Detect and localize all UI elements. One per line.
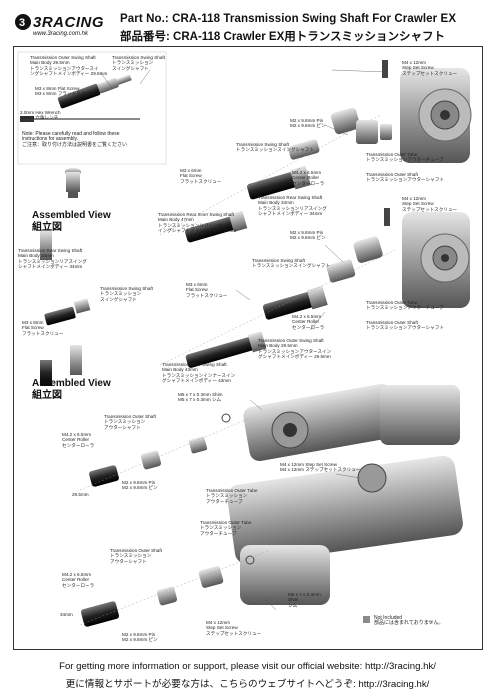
- label-shim-low: M5 x 7 x 0.3mm Shim シム: [288, 592, 321, 608]
- label-outer-shaft-top: Transmission Outer Shaft トランスミッションアウターシャ…: [366, 172, 444, 183]
- label-center-roller-top: M4.2 x 6.5mm Center Roller センターローラ: [292, 170, 325, 186]
- brand-name: 3RACING: [33, 14, 105, 31]
- label-outer-tube-low: Transmission Outer Tube トランスミッション アウターチュ…: [206, 488, 258, 504]
- assembled-view-heading-2: Assembled View 組立図: [32, 378, 111, 401]
- bottom-transmission-assembly: [227, 383, 463, 605]
- label-m4-step-screw-low2: M4 x 12mm Step Set Screw ステップセットスクリュー: [206, 620, 262, 636]
- label-outer-shaft-low2: Transmission Outer Shaft トランスミッション アウターシ…: [110, 548, 162, 564]
- label-inner-swing-shaft: Transmission Inner Swing Shaft Main Body…: [162, 362, 236, 384]
- label-m3-6-flat-screw: M3 x 6mm Flat Screw フラットスクリュー: [180, 168, 222, 184]
- instruction-frame: [13, 46, 483, 650]
- label-center-roller-mid: M4.2 x 6.5mm Center Roller センターローラ: [292, 314, 325, 330]
- footer-support-jp: 更に情報とサポートが必要な方は、こちらのウェブサイトへどうぞ: http://3…: [65, 679, 430, 690]
- label-rear-inner-swing-shaft: Transmission Rear Inner Swing Shaft Main…: [158, 212, 237, 234]
- label-m4-step-screw-mid: M4 x 12mm Step Set Screw ステップセットスクリュー: [402, 196, 458, 212]
- label-swing-shaft: Transmission Swing Shaft トランスミッション スイングシ…: [112, 55, 165, 71]
- top-exploded-row: [159, 107, 392, 243]
- label-length-29-5: 29.5mm: [72, 492, 89, 497]
- label-rear-swing-shaft-left: Transmission Rear Swing Shaft Main Body …: [18, 248, 87, 270]
- middle-left-parts: [40, 230, 91, 386]
- label-m4-step-screw-low: M4 x 12mm Step Set Screw M4 x 12mm ステップセ…: [280, 462, 361, 473]
- callout-lines: [99, 69, 391, 611]
- label-length-34: 34mm: [60, 612, 73, 617]
- label-outer-swing-shaft-mid: Transmission Outer Swing Shaft Main Body…: [258, 338, 332, 360]
- top-left-inset: [17, 51, 167, 198]
- svg-text:3: 3: [19, 17, 25, 29]
- footer-support-en: For getting more information or support,…: [59, 661, 436, 672]
- label-hex-wrench: 2.0mm Hex Wrench 2.0mm 六角レンチ: [20, 110, 61, 121]
- not-included-swatch: [363, 616, 370, 623]
- label-center-roller-low2: M4.2 x 6.5mm Center Roller センターローラ: [62, 572, 95, 588]
- brand-website: www.3racing.com.hk: [33, 31, 89, 37]
- label-m3-8-flat-screw: M3 x 8mm Flat Screw M3 x 8mm フラットスクリュー: [35, 86, 100, 97]
- label-swing-shaft-mid: Transmission Swing Shaft トランスミッションスイングシャ…: [236, 142, 314, 153]
- label-outer-shaft-mid: Transmission Outer Shaft トランスミッションアウターシャ…: [366, 320, 444, 331]
- label-m2-pin-low: M2 x 9.8mm Pin M2 x 9.8mm ピン: [122, 480, 158, 491]
- label-m2-pin-low2: M2 x 9.8mm Pin M2 x 9.8mm ピン: [122, 632, 158, 643]
- label-m2-pin-top: M2 x 9.8mm Pin M2 x 9.8mm ピン: [290, 118, 326, 129]
- note-text: Note: Please carefully read and follow t…: [22, 131, 128, 148]
- label-swing-shaft-mid2: Transmission Swing Shaft トランスミッションスイングシャ…: [252, 258, 330, 269]
- label-m3-6-flat-screw-mid: M3 x 6mm Flat Screw フラットスクリュー: [186, 282, 228, 298]
- label-m2-pin-mid: M2 x 9.8mm Pin M2 x 9.8mm ピン: [290, 230, 326, 241]
- label-shim-top: M5 x 7 x 0.3mm Shim M5 x 7 x 0.3mm シム: [178, 392, 223, 403]
- label-outer-tube-mid: Transmission Outer Tube トランスミッションアウターチュー…: [366, 300, 444, 311]
- label-center-roller-low: M4.2 x 6.5mm Center Roller センターローラ: [62, 432, 95, 448]
- page-title-en: Part No.: CRA-118 Transmission Swing Sha…: [120, 13, 457, 25]
- label-outer-tube-low2: Transmission Outer Tube トランスミッション アウターチュ…: [200, 520, 252, 536]
- label-outer-swing-shaft: Transmission Outer Swing Shaft Main Body…: [30, 55, 108, 77]
- label-not-included: Not Included 部品には含まれておりません。: [374, 615, 444, 627]
- label-swing-shaft-left: Transmission Swing Shaft トランスミッション スイングシ…: [100, 286, 153, 302]
- label-m4-step-screw-top: M4 x 12mm Step Set Screw ステップセットスクリュー: [402, 60, 458, 76]
- top-gearbox: [382, 60, 472, 163]
- label-outer-tube-top: Transmission Outer Tube トランスミッションアウターチュー…: [366, 152, 444, 163]
- label-rear-swing-shaft-top: Transmission Rear Swing Shaft Main Body …: [258, 195, 327, 217]
- logo-emblem-icon: 3: [15, 14, 31, 30]
- bottom-exploded-lower: [79, 549, 271, 627]
- middle-gearbox: [384, 208, 470, 308]
- assembled-view-heading-1: Assembled View 組立図: [32, 210, 111, 233]
- page-title-jp: 部品番号: CRA-118 Crawler EX用トランスミッションシャフト: [120, 31, 446, 43]
- middle-exploded-row: [159, 236, 396, 368]
- bottom-exploded-upper: [79, 413, 251, 491]
- label-m3-8-flat-screw-left: M3 x 8mm Flat Screw フラットスクリュー: [22, 320, 64, 336]
- label-outer-shaft-low: Transmission Outer Shaft トランスミッション アウターシ…: [104, 414, 156, 430]
